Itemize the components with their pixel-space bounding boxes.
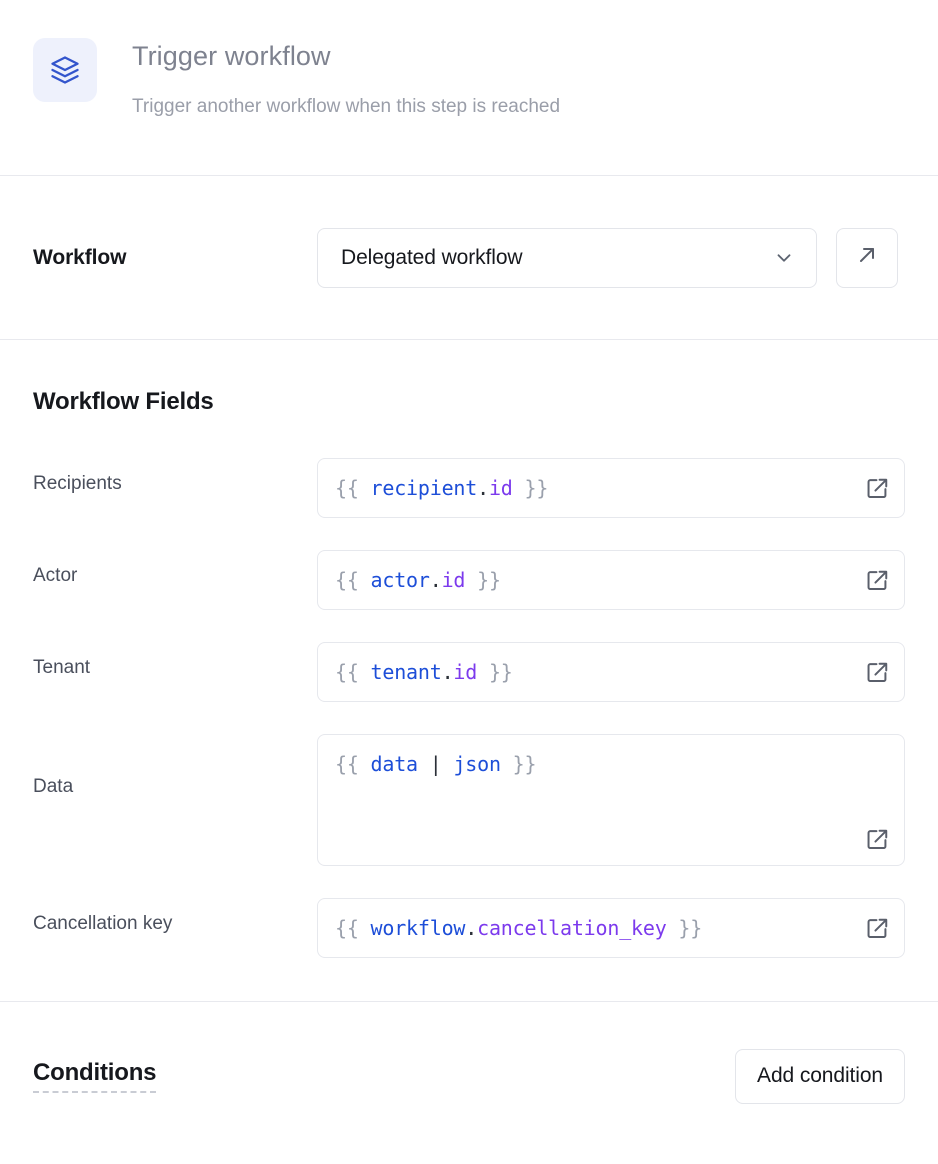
field-label: Data: [33, 776, 74, 797]
workflow-select-value: Delegated workflow: [341, 245, 523, 269]
conditions-title: Conditions: [33, 1059, 157, 1093]
token-prop: id: [453, 660, 478, 684]
token-dot: .: [477, 476, 489, 500]
token-dot: [418, 752, 430, 776]
workflow-fields-section: Workflow Fields Recipients{{ recipient.i…: [0, 340, 938, 958]
token-dot: [442, 752, 454, 776]
workflow-label: Workflow: [33, 245, 127, 269]
template-input[interactable]: {{ data | json }}: [317, 734, 905, 866]
divider-workflow: [0, 339, 938, 340]
step-header: Trigger workflow Trigger another workflo…: [0, 0, 938, 175]
token-brace: {{: [335, 752, 371, 776]
field-row: Tenant {{ tenant.id }}: [33, 642, 905, 702]
external-link-icon[interactable]: [864, 659, 890, 685]
page-subtitle: Trigger another workflow when this step …: [132, 96, 561, 117]
page-title: Trigger workflow: [132, 41, 331, 71]
workflow-fields-list: Recipients{{ recipient.id }}Actor{{ acto…: [33, 458, 905, 958]
workflow-select[interactable]: Delegated workflow: [317, 227, 817, 288]
token-brace: }}: [512, 476, 549, 500]
token-brace: }}: [465, 568, 501, 592]
token-filter: json: [453, 752, 501, 776]
field-label: Tenant: [33, 657, 91, 678]
token-dot: .: [429, 568, 442, 592]
field-label: Cancellation key: [33, 913, 173, 934]
field-label: Actor: [33, 565, 78, 586]
open-workflow-button[interactable]: [836, 227, 898, 288]
token-obj: workflow: [370, 916, 466, 940]
token-dot: .: [441, 660, 454, 684]
arrow-up-right-icon: [855, 243, 879, 272]
workflow-fields-heading: Workflow Fields: [33, 388, 214, 415]
token-prop: cancellation_key: [477, 916, 667, 940]
field-label: Recipients: [33, 473, 122, 494]
token-brace: }}: [666, 916, 703, 940]
layers-icon: [33, 38, 97, 102]
field-row: Actor {{ actor.id }}: [33, 550, 905, 610]
field-row: Recipients {{ recipient.id }}: [33, 458, 905, 518]
token-brace: {{: [335, 568, 371, 592]
token-prop: id: [441, 568, 466, 592]
conditions-section: Conditions Add condition: [0, 1002, 938, 1150]
template-input[interactable]: {{ workflow.cancellation_key }}: [317, 898, 905, 958]
step-header-text: Trigger workflow Trigger another workflo…: [132, 36, 560, 122]
chevron-down-icon: [773, 247, 795, 269]
token-pipe: |: [429, 752, 442, 776]
template-input[interactable]: {{ tenant.id }}: [317, 642, 905, 702]
token-obj: data: [370, 752, 419, 776]
add-condition-button[interactable]: Add condition: [735, 1048, 905, 1104]
workflow-select-row: Workflow Delegated workflow: [0, 176, 938, 339]
divider-header: [0, 175, 938, 176]
token-obj: tenant: [370, 660, 442, 684]
template-input[interactable]: {{ recipient.id }}: [317, 458, 905, 518]
token-obj: actor: [370, 568, 430, 592]
token-brace: {{: [335, 476, 371, 500]
template-input[interactable]: {{ actor.id }}: [317, 550, 905, 610]
template-value: {{ tenant.id }}: [335, 656, 854, 688]
token-prop: id: [488, 476, 513, 500]
token-brace: }}: [500, 752, 537, 776]
external-link-icon[interactable]: [864, 915, 890, 941]
template-value: {{ data | json }}: [335, 748, 854, 780]
token-obj: recipient: [370, 476, 478, 500]
field-row: Cancellation key {{ workflow.cancellation…: [33, 898, 905, 958]
token-dot: .: [465, 916, 478, 940]
token-brace: {{: [335, 916, 371, 940]
template-value: {{ recipient.id }}: [335, 472, 854, 504]
token-brace: {{: [335, 660, 371, 684]
external-link-icon[interactable]: [864, 567, 890, 593]
token-brace: }}: [477, 660, 513, 684]
external-link-icon[interactable]: [864, 826, 890, 852]
template-value: {{ workflow.cancellation_key }}: [335, 912, 854, 944]
field-row: Data {{ data | json }}: [33, 734, 905, 866]
template-value: {{ actor.id }}: [335, 564, 854, 596]
divider-fields: [0, 1001, 938, 1002]
external-link-icon[interactable]: [864, 475, 890, 501]
